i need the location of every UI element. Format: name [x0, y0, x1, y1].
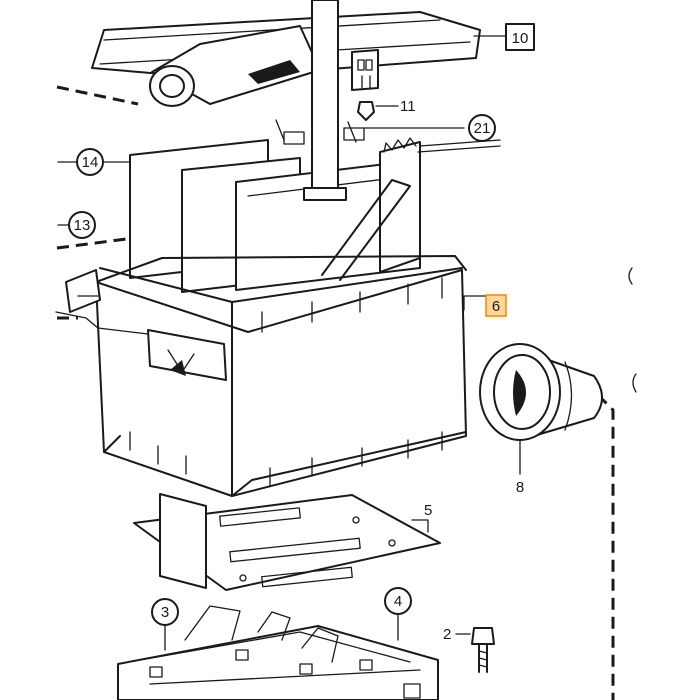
- svg-text:13: 13: [74, 217, 91, 234]
- intake-lid: [91, 11, 481, 107]
- callout-13: 13: [57, 211, 96, 239]
- callout-10: 10: [505, 23, 535, 51]
- svg-text:4: 4: [394, 593, 402, 610]
- edge-marks: [628, 267, 637, 393]
- svg-text:11: 11: [400, 98, 416, 115]
- cover-bracket: [275, 119, 421, 281]
- leader-lines: [103, 35, 521, 651]
- svg-text:14: 14: [82, 154, 99, 171]
- filter-housing: [55, 255, 467, 589]
- base-plate-assembly: [117, 605, 439, 700]
- clip-fastener: [351, 49, 379, 121]
- callout-5: 5: [424, 502, 432, 519]
- bolt: [471, 627, 495, 673]
- callout-11: 11: [400, 98, 416, 115]
- callout-4: 4: [384, 587, 412, 615]
- callout-21: 21: [468, 114, 496, 142]
- svg-text:10: 10: [512, 30, 529, 47]
- hose-connector-sleeve: [479, 343, 603, 441]
- svg-text:21: 21: [474, 120, 491, 137]
- callout-8: 8: [516, 479, 524, 496]
- support-rod: [303, 0, 347, 201]
- svg-text:5: 5: [424, 502, 432, 519]
- callout-3: 3: [151, 598, 179, 626]
- callout-2: 2: [443, 626, 451, 643]
- svg-text:3: 3: [161, 604, 169, 621]
- filter-cartridge: [129, 139, 421, 293]
- svg-text:8: 8: [516, 479, 524, 496]
- callout-14: 14: [57, 148, 104, 176]
- svg-text:6: 6: [492, 298, 500, 315]
- svg-text:2: 2: [443, 626, 451, 643]
- callout-6: 6: [485, 294, 507, 317]
